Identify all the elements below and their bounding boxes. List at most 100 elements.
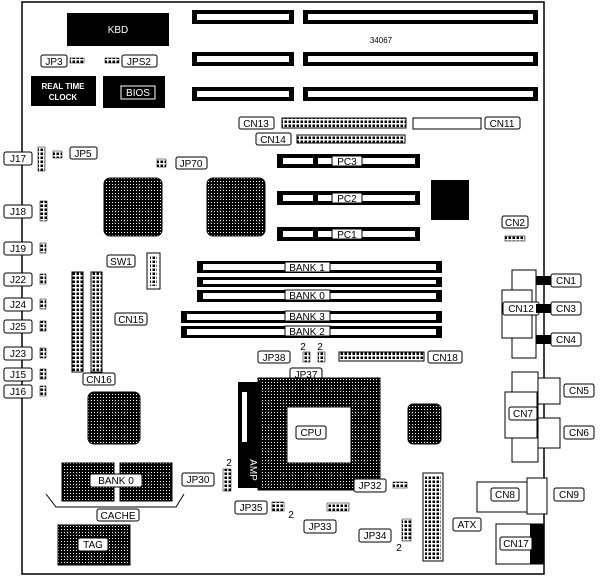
svg-text:JP5: JP5 (74, 149, 92, 160)
j18-jumper: J18 (3, 200, 48, 222)
cn9-connector: CN9 (526, 477, 585, 515)
j25-jumper: J25 (3, 319, 47, 334)
svg-text:CN14: CN14 (260, 135, 286, 146)
svg-text:CN4: CN4 (556, 335, 576, 346)
svg-text:CN15: CN15 (118, 315, 144, 326)
pc1-slot: PC1 (277, 227, 420, 241)
svg-text:CN1: CN1 (556, 276, 576, 287)
cpu-socket: CPU AMP (238, 377, 381, 491)
svg-text:2: 2 (226, 458, 232, 469)
svg-text:2: 2 (300, 342, 306, 353)
svg-text:JP3: JP3 (45, 57, 63, 68)
jp30-jumper: JP30 2 (181, 458, 232, 492)
cn2-connector: CN2 (501, 215, 529, 242)
svg-text:JP38: JP38 (263, 353, 286, 364)
svg-text:J17: J17 (10, 154, 27, 165)
cn7-connector: CN7 (504, 371, 539, 463)
cn15-connector: CN15 (71, 271, 148, 373)
memory-bank-0: BANK 0 (197, 289, 442, 302)
real-time-clock: REAL TIME CLOCK (31, 76, 96, 106)
j19-jumper: J19 (3, 241, 47, 256)
kbd-connector: KBD (67, 13, 169, 46)
jp3-jumper: JP3 (40, 54, 85, 68)
j17-jumper: J17 (3, 146, 46, 172)
cn5-connector: CN5 (537, 377, 595, 405)
svg-text:BIOS: BIOS (126, 88, 150, 99)
cn12-connector: CN12 (502, 301, 540, 316)
chip-north (206, 177, 266, 237)
svg-text:J15: J15 (10, 370, 27, 381)
memory-bank-1: BANK 1 (197, 261, 442, 274)
jp32-jumper: JP32 (353, 478, 408, 493)
svg-text:CPU: CPU (300, 428, 321, 439)
svg-text:JP34: JP34 (364, 531, 387, 542)
j16-jumper: J16 (3, 384, 47, 399)
bios-chip: BIOS (103, 76, 165, 108)
cache-bank: BANK 0 CACHE (45, 462, 185, 522)
chip-northeast (431, 180, 469, 220)
pc3-slot: PC3 (277, 154, 420, 168)
kbd-label: KBD (108, 25, 129, 36)
svg-text:J23: J23 (10, 349, 27, 360)
cn13-connector: CN13 (238, 116, 407, 130)
svg-text:J24: J24 (10, 300, 27, 311)
svg-text:CACHE: CACHE (100, 511, 135, 522)
svg-text:J16: J16 (10, 387, 27, 398)
svg-text:REAL TIME: REAL TIME (42, 82, 86, 91)
svg-text:CN5: CN5 (569, 386, 589, 397)
svg-text:PC1: PC1 (337, 230, 357, 241)
memory-bank-3: BANK 3 (181, 310, 442, 323)
svg-text:SW1: SW1 (110, 257, 132, 268)
svg-text:JP32: JP32 (359, 481, 382, 492)
j24-jumper: J24 (3, 297, 47, 312)
svg-text:BANK 2: BANK 2 (289, 327, 325, 338)
svg-text:CN13: CN13 (243, 119, 269, 130)
chip-west (87, 391, 141, 445)
svg-text:CN8: CN8 (495, 490, 515, 501)
svg-text:JP30: JP30 (187, 475, 210, 486)
pc2-slot: PC2 (277, 191, 420, 205)
cn14-connector: CN14 (255, 132, 406, 146)
cn17-connector: CN17 (495, 523, 545, 565)
j15-jumper: J15 (3, 367, 47, 382)
jp70-jumper: JP70 (156, 156, 208, 170)
svg-text:JP37: JP37 (295, 370, 318, 381)
svg-text:ATX: ATX (458, 520, 477, 531)
svg-text:BANK 0: BANK 0 (98, 476, 134, 487)
svg-text:CN11: CN11 (490, 119, 515, 130)
svg-text:CN7: CN7 (513, 409, 533, 420)
cn3-connector: CN3 (536, 301, 582, 316)
svg-text:CN12: CN12 (508, 304, 534, 315)
board-code: 34067 (370, 36, 393, 45)
atx-power-connector: ATX (422, 472, 482, 562)
sw1-switch: SW1 (106, 252, 161, 290)
svg-text:BANK 3: BANK 3 (289, 312, 325, 323)
j23-jumper: J23 (3, 346, 47, 361)
cn4-connector: CN4 (536, 332, 582, 347)
cn6-connector: CN6 (537, 417, 595, 449)
svg-text:J25: J25 (10, 322, 27, 333)
svg-text:CN2: CN2 (505, 218, 525, 229)
tag-ram: TAG (57, 524, 131, 566)
svg-text:JP70: JP70 (180, 159, 203, 170)
svg-text:CN17: CN17 (503, 539, 529, 550)
jps2-jumper: JPS2 (104, 54, 158, 68)
svg-text:BANK 0: BANK 0 (289, 291, 325, 302)
svg-text:TAG: TAG (83, 540, 103, 551)
svg-text:JPS2: JPS2 (127, 57, 151, 68)
svg-text:CN16: CN16 (86, 375, 112, 386)
chip-east (407, 403, 442, 445)
svg-text:CN9: CN9 (559, 490, 579, 501)
svg-text:2: 2 (288, 510, 294, 521)
svg-text:JP33: JP33 (309, 522, 332, 533)
svg-text:J22: J22 (10, 275, 27, 286)
svg-text:JP35: JP35 (240, 503, 263, 514)
jp33-jumper: JP33 (303, 502, 350, 534)
memory-bank-2: BANK 2 (181, 325, 442, 338)
cn16-label: CN16 (82, 372, 116, 386)
chip-northwest (103, 177, 163, 237)
isa-slots: 34067 (192, 10, 538, 101)
svg-text:2: 2 (396, 543, 402, 554)
svg-text:PC3: PC3 (337, 157, 357, 168)
